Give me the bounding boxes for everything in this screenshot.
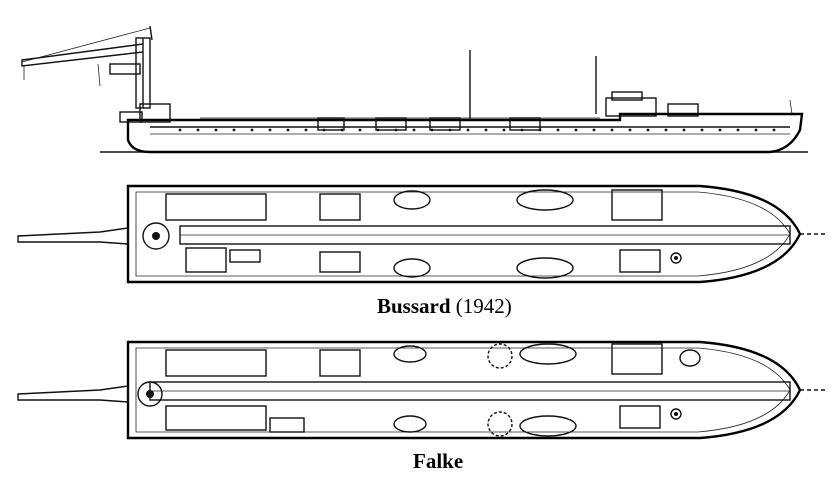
falke-capstan — [670, 408, 682, 420]
porthole — [628, 128, 632, 132]
bussard-crane-turntable — [142, 222, 170, 250]
caption-bussard-name: Bussard — [377, 294, 451, 318]
bussard-mid-house-port — [319, 193, 361, 221]
falke-capstan-center — [674, 412, 678, 416]
hull-profile — [126, 112, 804, 154]
bussard-vent — [229, 249, 261, 263]
bussard-crane-jib — [17, 227, 129, 245]
porthole — [304, 128, 308, 132]
porthole — [718, 128, 722, 132]
porthole — [700, 128, 704, 132]
hatch-3 — [429, 117, 461, 131]
bussard-bridge-port — [611, 189, 663, 221]
hatch-2 — [375, 117, 407, 131]
portholes — [178, 128, 776, 132]
porthole — [178, 128, 182, 132]
falke-aft-structure-stbd — [165, 405, 267, 431]
crane-winch — [109, 63, 141, 75]
bridge-top — [611, 91, 643, 101]
porthole — [772, 128, 776, 132]
bussard-crane-pivot — [152, 232, 160, 240]
falke-hull-outline — [126, 340, 802, 440]
porthole — [214, 128, 218, 132]
porthole — [754, 128, 758, 132]
porthole — [466, 128, 470, 132]
bussard-hatch-stbd-2 — [516, 257, 574, 279]
porthole — [286, 128, 290, 132]
crane-mast-top — [149, 25, 153, 41]
porthole — [736, 128, 740, 132]
aft-deckhouse — [139, 103, 171, 123]
stern-platform — [119, 111, 143, 123]
bussard-capstan-center — [674, 256, 678, 260]
falke-mid-house-stbd — [269, 417, 305, 433]
porthole — [664, 128, 668, 132]
falke-hatch-port-2 — [519, 343, 577, 365]
falke-forward-fitting — [679, 349, 701, 367]
bussard-bridge-stbd — [619, 249, 661, 273]
porthole — [682, 128, 686, 132]
jack-staff — [789, 99, 793, 115]
falke-crane-pivot — [146, 390, 154, 398]
bussard-hatch-stbd-1 — [393, 258, 431, 278]
ship-side-elevation — [21, 25, 808, 154]
bussard-hatch-port-2 — [516, 189, 574, 211]
porthole — [412, 128, 416, 132]
bussard-capstan — [670, 252, 682, 264]
crane-jib — [21, 43, 144, 67]
caption-bussard-year: (1942) — [455, 294, 512, 318]
bussard-deck-plan — [17, 184, 826, 284]
falke-turntable-stbd — [487, 411, 513, 437]
falke-crane-jib — [17, 385, 129, 403]
falke-bridge-stbd — [619, 405, 661, 429]
porthole — [610, 128, 614, 132]
falke-bridge-port — [611, 343, 663, 375]
porthole — [574, 128, 578, 132]
bussard-mid-house-stbd — [319, 251, 361, 273]
falke-deck-plan — [17, 340, 826, 440]
porthole — [196, 128, 200, 132]
falke-hatch-stbd-1 — [393, 415, 427, 433]
falke-aft-structure-port — [165, 349, 267, 377]
bussard-hatch-port-1 — [393, 190, 431, 210]
falke-turntable-port — [487, 343, 513, 369]
caption-bussard: Bussard (1942) — [377, 294, 512, 318]
porthole — [232, 128, 236, 132]
crane-stay — [21, 27, 151, 63]
porthole — [358, 128, 362, 132]
forecastle-house — [667, 103, 699, 117]
porthole — [250, 128, 254, 132]
porthole — [646, 128, 650, 132]
midship-hatch — [317, 117, 345, 131]
porthole — [592, 128, 596, 132]
crane-cable — [97, 63, 101, 87]
porthole — [484, 128, 488, 132]
porthole — [556, 128, 560, 132]
bussard-hull-outline — [126, 184, 802, 284]
bussard-aft-structure-stbd — [185, 247, 227, 273]
bridge-house — [605, 97, 657, 117]
hatch-4 — [509, 117, 541, 131]
falke-hatch-stbd-2 — [519, 415, 577, 437]
porthole — [268, 128, 272, 132]
falke-hatch-port-1 — [393, 345, 427, 363]
caption-falke: Falke — [413, 449, 464, 473]
falke-crane-turntable — [137, 381, 163, 407]
bussard-aft-structure-port — [165, 193, 267, 221]
falke-mid-house-port — [319, 349, 361, 377]
porthole — [502, 128, 506, 132]
